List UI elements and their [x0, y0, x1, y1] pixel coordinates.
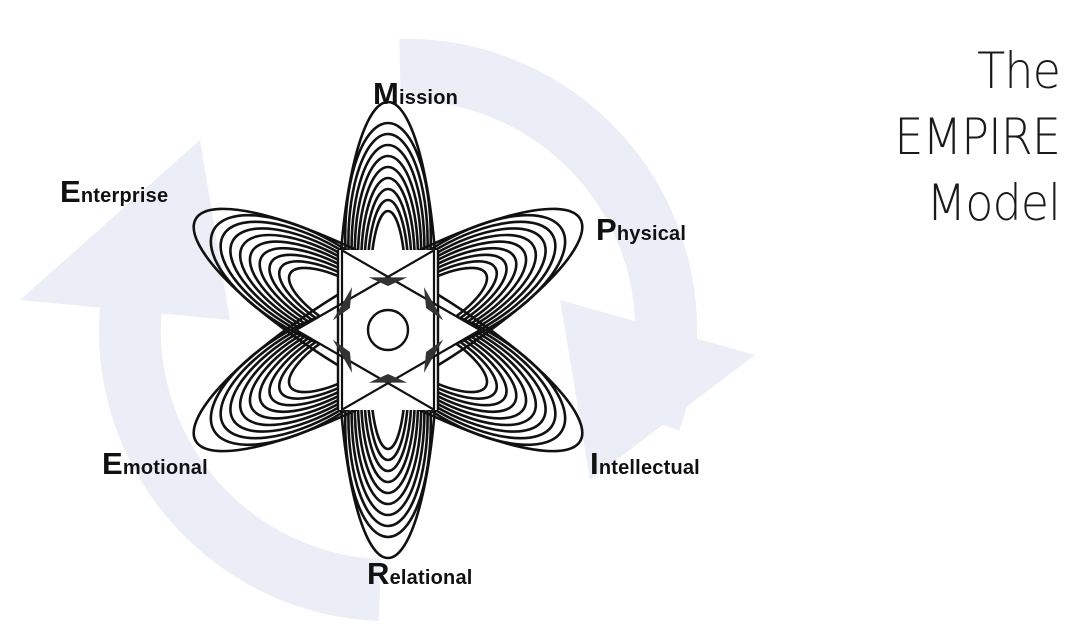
hexagram-triangle — [293, 248, 436, 412]
arrow-head-right-icon — [560, 300, 755, 480]
label-intellectual: Intellectual — [590, 446, 700, 481]
center-circle — [366, 308, 410, 352]
label-physical: Physical — [596, 212, 687, 247]
label-emotional: Emotional — [102, 446, 208, 481]
title-line-2: EMPIRE — [894, 108, 1060, 166]
page-title: The EMPIRE Model — [880, 38, 1060, 236]
title-line-1: The — [977, 42, 1061, 100]
label-relational: Relational — [367, 556, 473, 591]
arrow-head-left-icon — [20, 140, 230, 320]
inner-notch — [423, 287, 444, 321]
label-enterprise: Enterprise — [60, 174, 169, 209]
inner-notch — [368, 374, 408, 383]
inner-notch — [423, 339, 444, 373]
inner-notch — [332, 287, 353, 321]
title-line-3: Model — [926, 174, 1060, 232]
label-mission: Mission — [373, 76, 459, 111]
center-hexagram — [293, 248, 483, 412]
inner-notch — [332, 339, 353, 373]
inner-notch — [368, 277, 408, 286]
hexagram-triangle — [340, 248, 483, 412]
